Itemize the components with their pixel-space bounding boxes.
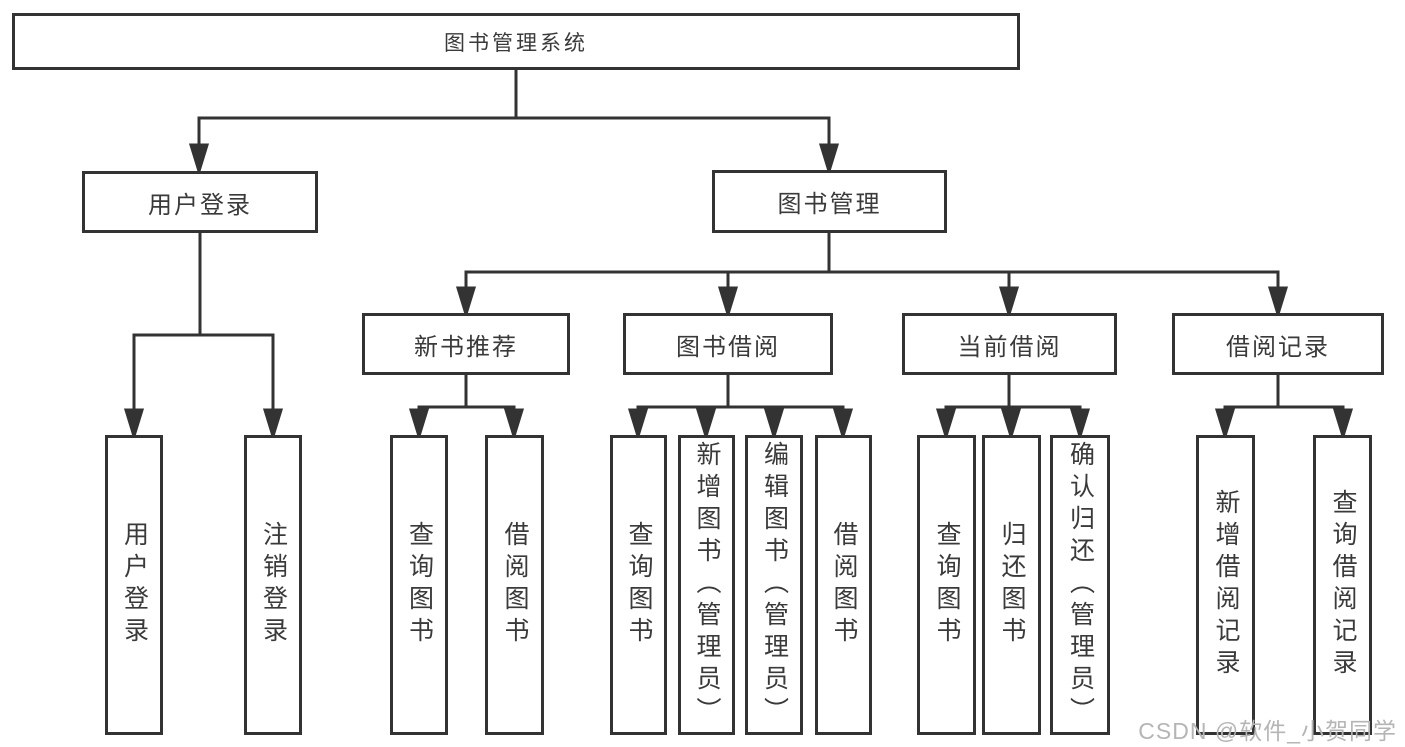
leaf-add-books-admin: 新增图书（管理员） [678,435,735,735]
leaf-logout: 注销登录 [244,435,302,735]
leaf-query-borrow-record-label: 查询借阅记录 [1329,489,1357,681]
node-user-login-label: 用户登录 [148,191,252,219]
leaf-query-books-3-label: 查询图书 [933,521,961,649]
node-book-borrowing-label: 图书借阅 [676,333,780,361]
leaf-add-borrow-record-label: 新增借阅记录 [1212,489,1240,681]
node-new-book-recommend-label: 新书推荐 [414,333,518,361]
node-borrowing-records-label: 借阅记录 [1226,333,1330,361]
leaf-borrow-books-2-label: 借阅图书 [830,521,858,649]
node-book-management: 图书管理 [712,170,947,233]
node-current-borrowing: 当前借阅 [902,313,1117,375]
node-current-borrowing-label: 当前借阅 [957,333,1062,361]
leaf-edit-books-admin: 编辑图书（管理员） [745,435,803,735]
leaf-user-login: 用户登录 [105,435,163,735]
node-root: 图书管理系统 [12,13,1020,70]
leaf-query-books-1-label: 查询图书 [405,521,434,649]
node-user-login: 用户登录 [82,171,318,233]
leaf-return-books: 归还图书 [982,435,1041,735]
leaf-logout-label: 注销登录 [259,521,288,649]
leaf-add-books-admin-label: 新增图书（管理员） [693,441,721,729]
node-new-book-recommend: 新书推荐 [362,313,570,375]
leaf-return-books-label: 归还图书 [998,521,1026,649]
node-book-management-label: 图书管理 [777,191,882,218]
leaf-query-borrow-record: 查询借阅记录 [1313,435,1372,735]
leaf-borrow-books-1: 借阅图书 [485,435,544,735]
leaf-borrow-books-1-label: 借阅图书 [501,521,529,649]
leaf-query-books-2-label: 查询图书 [625,521,653,649]
leaf-confirm-return-admin-label: 确认归还（管理员） [1066,441,1095,729]
node-root-label: 图书管理系统 [444,31,588,55]
leaf-query-books-2: 查询图书 [610,435,667,735]
watermark: CSDN @软件_小贺同学 [1138,718,1397,744]
leaf-query-books-1: 查询图书 [390,435,448,735]
leaf-edit-books-admin-label: 编辑图书（管理员） [760,441,789,729]
leaf-query-books-3: 查询图书 [917,435,976,735]
node-borrowing-records: 借阅记录 [1172,313,1384,375]
leaf-borrow-books-2: 借阅图书 [815,435,872,735]
leaf-user-login-label: 用户登录 [120,521,149,649]
node-book-borrowing: 图书借阅 [623,313,833,375]
leaf-add-borrow-record: 新增借阅记录 [1196,435,1255,735]
leaf-confirm-return-admin: 确认归还（管理员） [1050,435,1110,735]
